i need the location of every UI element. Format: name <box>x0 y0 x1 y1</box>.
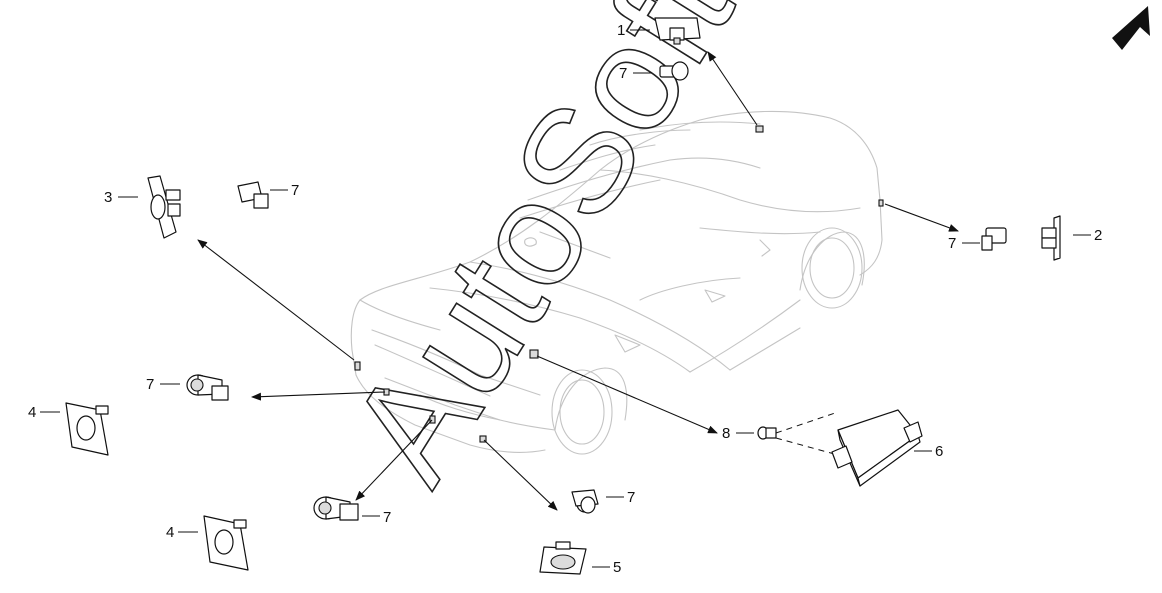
callout-4-lower: 4 <box>166 524 174 541</box>
part-5-sensor-bezel: 5 <box>539 541 621 576</box>
watermark: AutoSoft <box>316 0 765 510</box>
part-8-bolt: 8 <box>722 425 777 442</box>
callout-7-upper-left: 7 <box>291 182 299 199</box>
part-7-sensor-top: 7 <box>619 61 689 82</box>
part-2-rear-corner-sensor-bracket: 2 <box>1041 215 1102 261</box>
part-6-control-module: 6 <box>831 409 943 487</box>
part-7-sensor-lower-center: 7 <box>571 489 635 514</box>
part-4-rear-sensor-bracket-upper: 4 <box>28 402 109 456</box>
callout-7-lower-center: 7 <box>627 489 635 506</box>
callout-1: 1 <box>617 22 625 39</box>
part-7-sensor-lower-left: 7 <box>313 496 391 526</box>
leader-arrows <box>197 51 959 511</box>
callout-2: 2 <box>1094 227 1102 244</box>
part-7-sensor-right: 7 <box>948 227 1007 252</box>
callout-4-upper: 4 <box>28 404 36 421</box>
callout-8: 8 <box>722 425 730 442</box>
watermark-text: AutoSoft <box>317 0 764 509</box>
callout-6: 6 <box>935 443 943 460</box>
front-direction-arrow-icon <box>1112 6 1150 50</box>
part-1-front-sensor-bracket: 1 <box>617 17 701 45</box>
callout-7-top: 7 <box>619 65 627 82</box>
part-7-sensor-middle-left: 7 <box>146 374 229 401</box>
part-4-rear-sensor-bracket-lower: 4 <box>166 515 249 571</box>
mount-points <box>354 125 884 443</box>
callout-5: 5 <box>613 559 621 576</box>
callout-3: 3 <box>104 189 112 206</box>
callout-7-middle-left: 7 <box>146 376 154 393</box>
part-7-sensor-upper-left: 7 <box>237 181 299 209</box>
callout-7-right: 7 <box>948 235 956 252</box>
callout-7-lower-left: 7 <box>383 509 391 526</box>
vehicle-outline <box>350 110 883 455</box>
part-3-side-sensor-bracket: 3 <box>104 175 181 239</box>
